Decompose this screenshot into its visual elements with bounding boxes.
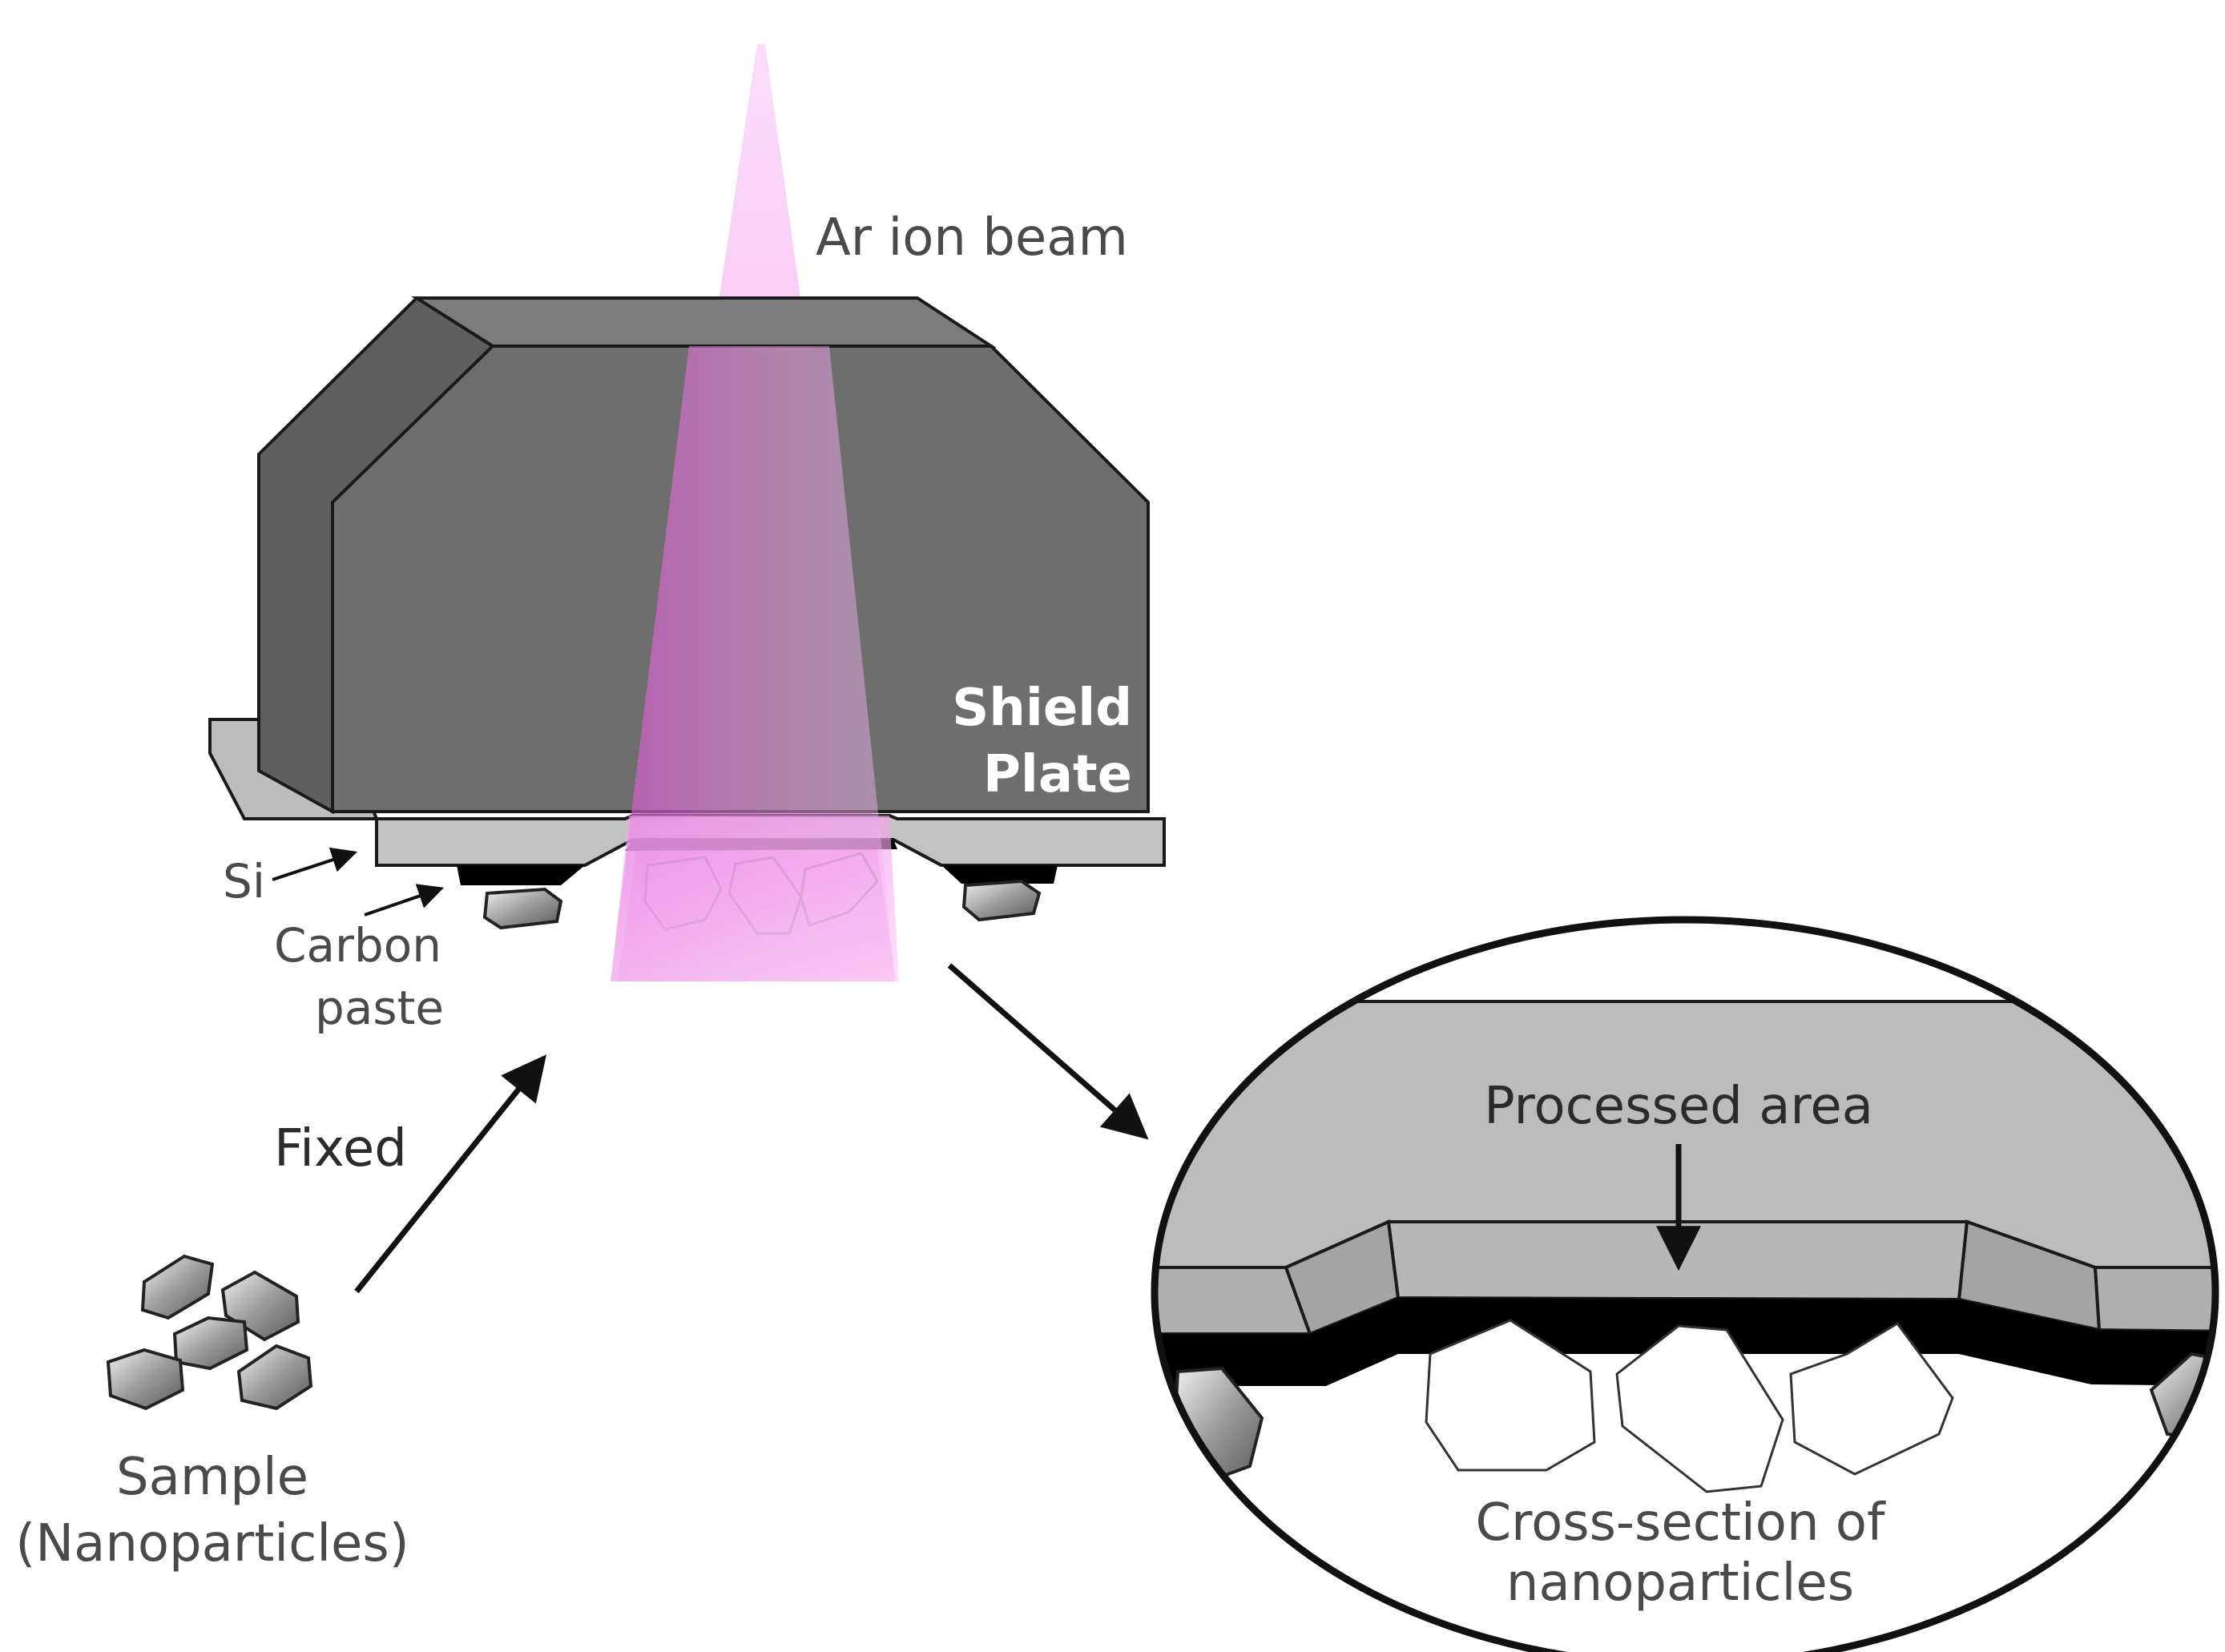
ar-beam-label: Ar ion beam (816, 208, 1128, 268)
fixed-label: Fixed (274, 1119, 407, 1179)
processed-area-label: Processed area (1484, 1077, 1873, 1136)
carbon-paste (457, 865, 585, 885)
si-pointer-arrow (272, 847, 358, 881)
si-label: Si (223, 854, 265, 909)
shield-plate-label-2: Plate (983, 745, 1132, 804)
sample-nanoparticles (106, 1254, 313, 1411)
shield-plate-label-1: Shield (952, 679, 1132, 738)
sample-label-2: (Nanoparticles) (15, 1514, 409, 1573)
zoom-arrow (947, 963, 1149, 1140)
sample-label-1: Sample (116, 1448, 308, 1507)
fixed-arrow (354, 1054, 547, 1294)
cross-section-label-2: nanoparticles (1506, 1553, 1854, 1613)
carbon-paste-label-2: paste (315, 981, 444, 1035)
carbon-paste-label-1: Carbon (274, 918, 441, 973)
carbon-pointer-arrow (364, 884, 445, 917)
cross-section-label-1: Cross-section of (1475, 1493, 1886, 1553)
